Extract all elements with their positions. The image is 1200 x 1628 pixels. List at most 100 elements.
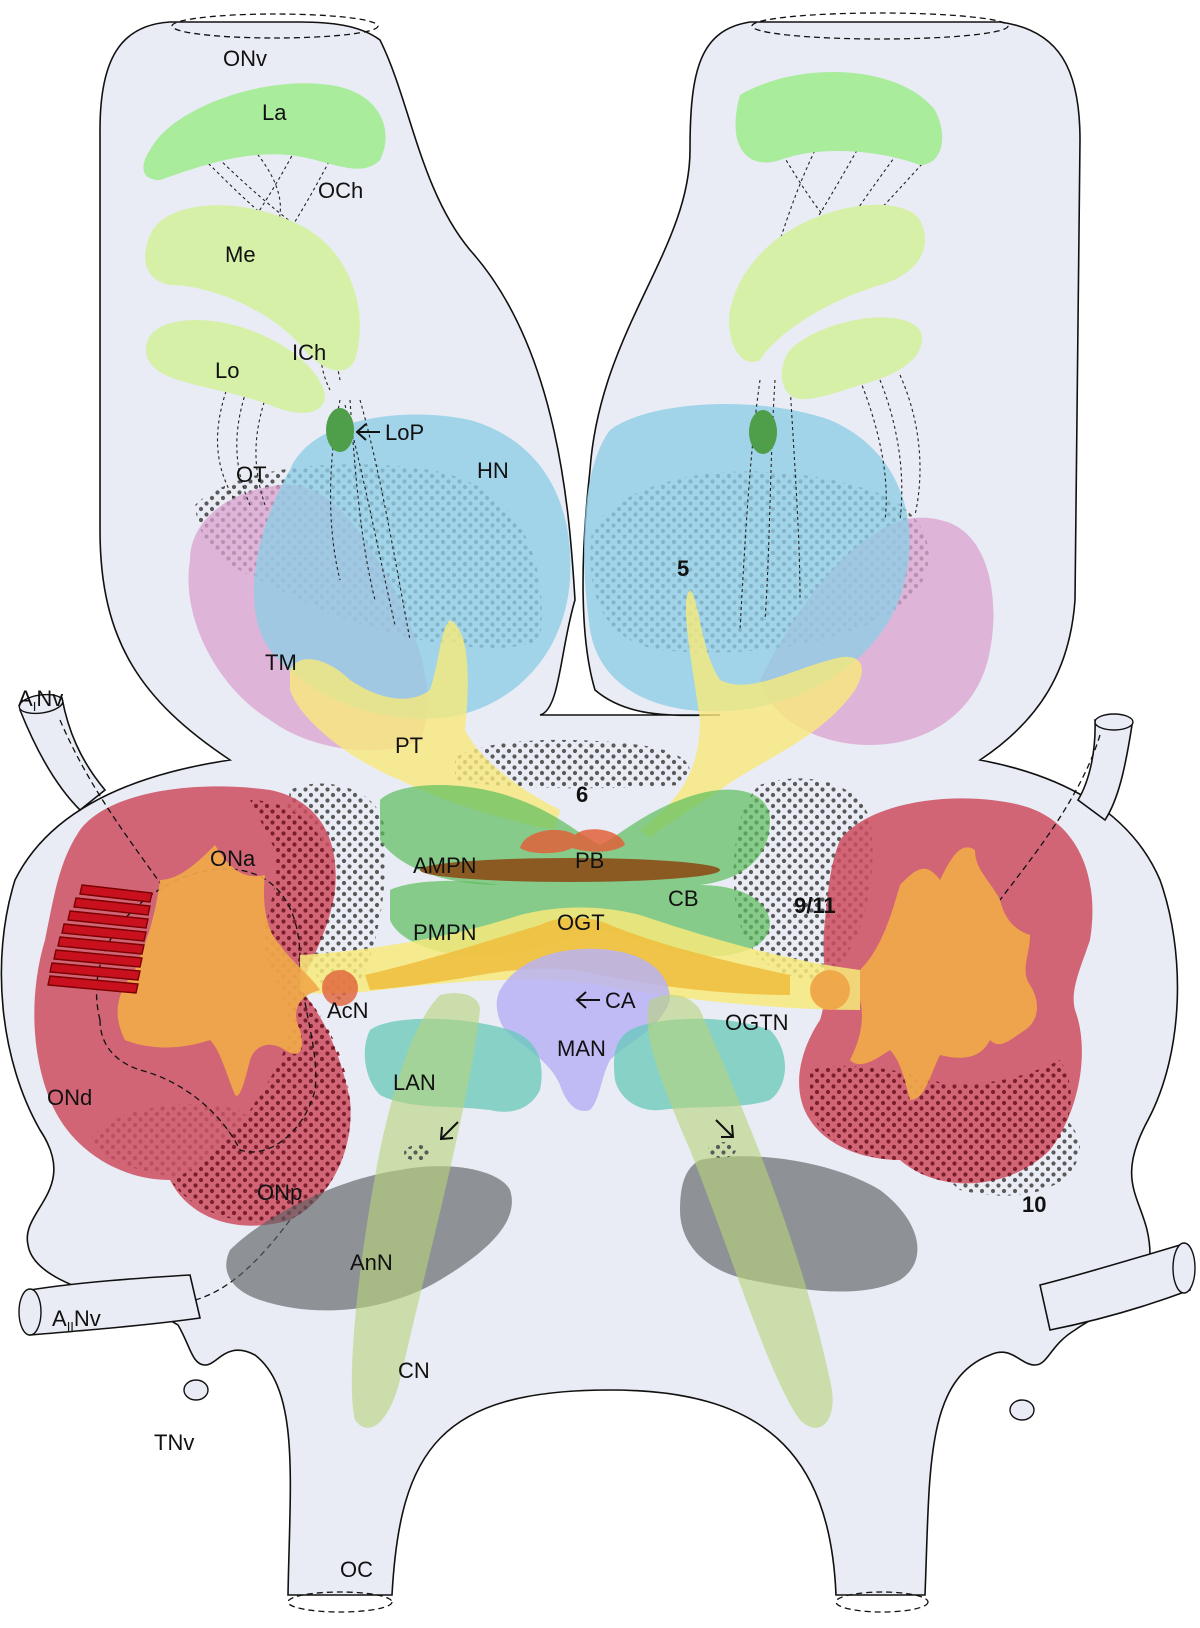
label-man: MAN	[557, 1036, 606, 1061]
antenna-ii-nerve-right	[1039, 1243, 1191, 1331]
label-la: La	[262, 100, 287, 125]
lobula-plate-right	[749, 410, 777, 454]
tegumentary-nerve-left	[183, 1379, 209, 1401]
label-ot: OT	[236, 462, 267, 487]
accessory-lobe-right-node	[810, 970, 850, 1010]
accessory-lobe-left-node	[322, 970, 358, 1006]
lobula-left	[145, 319, 325, 413]
fiber-hn-right-2	[764, 379, 776, 621]
commissural-neuropil-right	[647, 994, 833, 1428]
optic-nerve-cap-right	[751, 12, 1009, 40]
antenna-i-nerve-left-path	[59, 719, 166, 891]
oesophageal-connective-cap-right	[835, 1591, 929, 1613]
label-lan: LAN	[393, 1070, 436, 1095]
fiber-chiasm-right-1	[779, 149, 861, 251]
arrow-to-lop	[355, 423, 380, 441]
soma-cluster-6	[455, 739, 690, 789]
region-labels: ONv La OCh Me ICh Lo LoP HN OT 5 TM PT 6…	[18, 46, 1046, 1582]
label-9-11: 9/11	[794, 893, 836, 918]
label-a2-nv: AIINv	[52, 1306, 101, 1334]
label-oc: OC	[340, 1557, 373, 1582]
median-antenna-ii-neuropil	[496, 948, 670, 1111]
label-5: 5	[677, 556, 689, 581]
soma-spot-left	[404, 1145, 432, 1161]
hemiellipsoid-body-right	[584, 403, 910, 712]
lamina-right	[735, 72, 943, 165]
fiber-ot-right-3	[899, 374, 921, 516]
antenna-i-nerve-left-cap	[18, 693, 64, 715]
medulla-left	[145, 205, 360, 371]
accessory-lobe-core-left	[117, 845, 320, 1096]
fiber-chiasm-left-4	[199, 154, 311, 251]
label-onv: ONv	[223, 46, 267, 71]
central-body	[420, 858, 720, 882]
label-10: 10	[1022, 1192, 1046, 1217]
olfactory-lobe-right-dots	[810, 1060, 1071, 1184]
medulla-right	[729, 204, 926, 362]
glomerular-stripes	[47, 884, 153, 994]
fiber-chiasm-left-1	[249, 144, 281, 241]
tegumentary-nerve-right	[1009, 1399, 1035, 1421]
label-ogtn: OGTN	[725, 1010, 789, 1035]
label-tm: TM	[265, 650, 297, 675]
soma-spot-right	[708, 1142, 736, 1158]
protocerebral-tract-right	[640, 590, 862, 838]
label-ca: CA	[605, 988, 636, 1013]
arrow-to-left-soma-spot	[439, 1121, 459, 1141]
label-och: OCh	[318, 178, 363, 203]
lobula-plate-left	[326, 408, 354, 452]
label-ann: AnN	[350, 1250, 393, 1275]
antenna-i-nerve-right-path	[999, 734, 1101, 901]
label-6: 6	[576, 782, 588, 807]
label-tnv: TNv	[154, 1430, 194, 1455]
label-acn: AcN	[327, 998, 369, 1023]
label-lop: LoP	[385, 420, 424, 445]
protocerebral-tract-left	[290, 620, 560, 830]
fiber-chiasm-right-2	[779, 139, 821, 241]
label-ona: ONa	[210, 846, 256, 871]
arrow-to-right-soma-spot	[715, 1119, 735, 1138]
antenna-i-nerve-right-cap	[1094, 713, 1134, 731]
fiber-ot-right-1	[859, 379, 887, 521]
antenna-ii-nerve-right-cap	[1172, 1242, 1196, 1294]
oesophageal-connective-cap-left	[287, 1591, 393, 1613]
fiber-chiasm-right-5	[839, 154, 931, 256]
fiber-hn-right-3	[789, 384, 801, 601]
protocerebral-bridge	[520, 829, 625, 854]
label-cn: CN	[398, 1358, 430, 1383]
olfactory-lobe-left-dots	[170, 800, 351, 1223]
hemiellipsoid-group	[253, 403, 910, 719]
label-cb: CB	[668, 886, 699, 911]
label-ich: ICh	[292, 340, 326, 365]
commissural-neuropil-left	[351, 993, 480, 1428]
label-ampn: AMPN	[413, 853, 477, 878]
optic-neuropils	[143, 72, 943, 454]
label-ond: ONd	[47, 1085, 92, 1110]
label-lo: Lo	[215, 358, 239, 383]
label-pt: PT	[395, 733, 423, 758]
fiber-hn-left-4	[344, 404, 396, 626]
accessory-lobe-core-right	[850, 847, 1037, 1100]
label-hn: HN	[477, 458, 509, 483]
arrow-to-ca	[575, 991, 600, 1009]
optic-nerve-cap-left	[171, 13, 379, 39]
label-a1-nv: AINv	[18, 686, 63, 714]
antenna-ii-nerve-left-cap	[18, 1288, 42, 1336]
fiber-hn-right-1	[739, 379, 761, 631]
lobula-right	[781, 317, 922, 400]
antenna-i-nerve-right	[1076, 719, 1133, 822]
hemiellipsoid-body-left	[253, 414, 571, 719]
label-pb: PB	[575, 848, 604, 873]
antenna-i-nerve-left	[18, 696, 107, 812]
label-ogt: OGT	[557, 910, 605, 935]
label-pmpn: PMPN	[413, 920, 477, 945]
antenna-ii-group	[226, 948, 918, 1428]
label-me: Me	[225, 242, 256, 267]
lamina-left	[143, 83, 386, 180]
antenna-ii-nerve-left	[29, 1274, 201, 1336]
protocerebral-tract-group	[290, 590, 862, 838]
olfactory-globular-tract-group	[47, 845, 1037, 1100]
fiber-ot-right-2	[879, 379, 903, 521]
label-onp: ONp	[257, 1180, 302, 1205]
